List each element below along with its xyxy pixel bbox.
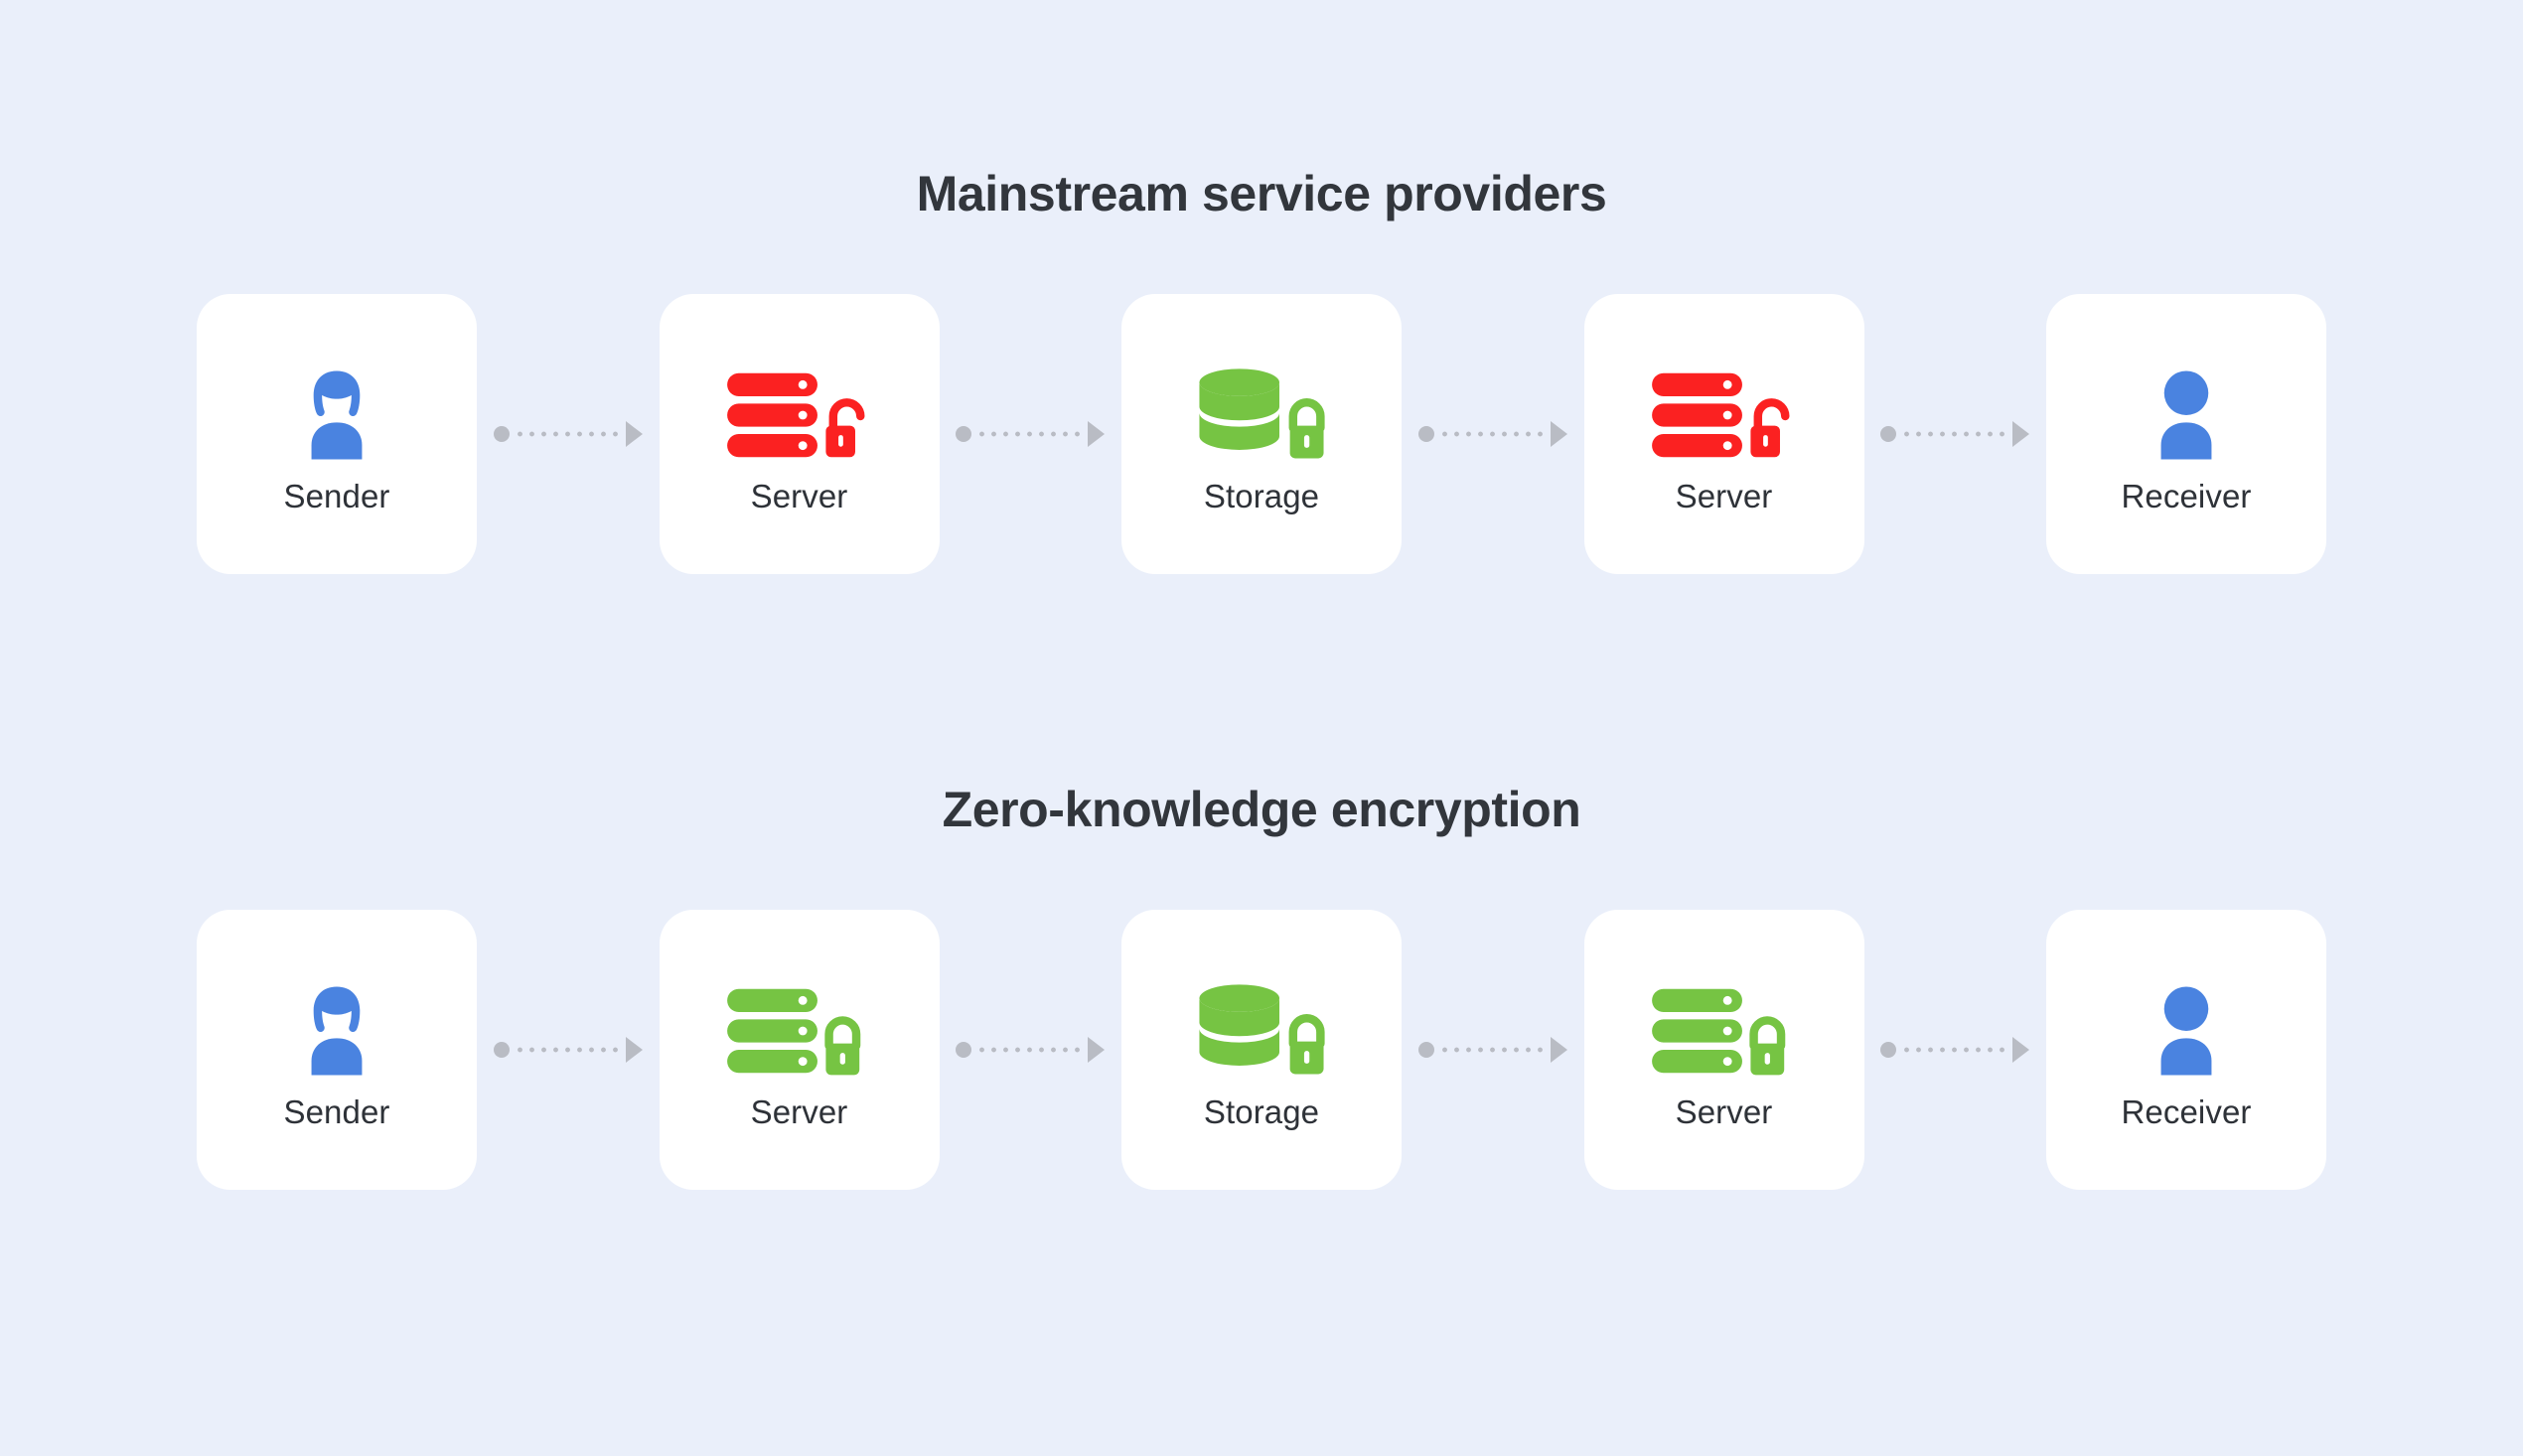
node-card-server-2[interactable]: Server [1583, 294, 1864, 574]
dotted-arrow-right-icon [1864, 910, 2047, 1190]
dotted-arrow-right-icon [940, 910, 1122, 1190]
person-male-icon [2134, 972, 2239, 1090]
arrow-tail-dot [1417, 426, 1434, 442]
node-card-sender[interactable]: Sender [197, 294, 477, 574]
server-rack-icon [1650, 357, 1799, 474]
node-label-server-2: Server [1675, 477, 1773, 514]
arrow-tail-dot [493, 1042, 510, 1058]
arrow-tail-dot [1880, 1042, 1897, 1058]
arrow-head [1550, 1037, 1567, 1063]
server-rack-icon [725, 357, 874, 474]
arrow-tail-dot [1880, 426, 1897, 442]
section-title-mainstream: Mainstream service providers [916, 166, 1607, 221]
arrow-head [2012, 1037, 2030, 1063]
node-label-server-1: Server [750, 477, 848, 514]
database-icon [1192, 357, 1331, 474]
node-card-storage[interactable]: Storage [1121, 910, 1402, 1190]
dotted-arrow-right-icon [1402, 910, 1584, 1190]
node-label-storage: Storage [1203, 477, 1320, 514]
padlock-locked-icon [1288, 1013, 1325, 1074]
arrow-dotted-line [1440, 1047, 1544, 1053]
arrow-dotted-line [1440, 431, 1544, 437]
person-female-icon [284, 972, 389, 1090]
padlock-unlocked-icon [1749, 397, 1789, 457]
node-card-receiver[interactable]: Receiver [2046, 910, 2326, 1190]
dotted-arrow-right-icon [477, 910, 660, 1190]
dotted-arrow-right-icon [940, 294, 1122, 574]
node-label-receiver: Receiver [2121, 1092, 2252, 1130]
node-card-server-1[interactable]: Server [659, 910, 940, 1190]
node-card-receiver[interactable]: Receiver [2046, 294, 2326, 574]
node-label-server-2: Server [1675, 1092, 1773, 1130]
section-title-zeroknowledge: Zero-knowledge encryption [942, 782, 1581, 837]
person-female-icon [284, 357, 389, 474]
padlock-locked-icon [1748, 1015, 1785, 1075]
arrow-head [2012, 421, 2030, 447]
arrow-head [1550, 421, 1567, 447]
section-zeroknowledge: Zero-knowledge encryption Sender [0, 785, 2523, 1193]
node-card-storage[interactable]: Storage [1121, 294, 1402, 574]
dotted-arrow-right-icon [477, 294, 660, 574]
node-label-receiver: Receiver [2121, 477, 2252, 514]
padlock-locked-icon [823, 1015, 860, 1075]
person-male-icon [2134, 357, 2239, 474]
flow-row-mainstream: Sender [0, 294, 2523, 577]
node-label-sender: Sender [283, 1092, 390, 1130]
arrow-head [625, 421, 643, 447]
arrow-head [1088, 421, 1106, 447]
arrow-tail-dot [956, 1042, 972, 1058]
arrow-head [1088, 1037, 1106, 1063]
section-mainstream: Mainstream service providers Sender [0, 169, 2523, 577]
arrow-dotted-line [516, 1047, 619, 1053]
node-label-sender: Sender [283, 477, 390, 514]
node-label-server-1: Server [750, 1092, 848, 1130]
arrow-tail-dot [1417, 1042, 1434, 1058]
padlock-locked-icon [1288, 397, 1325, 458]
server-rack-icon [725, 972, 874, 1090]
database-icon [1192, 972, 1331, 1090]
arrow-dotted-line [978, 1047, 1082, 1053]
node-label-storage: Storage [1203, 1092, 1320, 1130]
dotted-arrow-right-icon [1402, 294, 1584, 574]
arrow-dotted-line [1903, 431, 2006, 437]
node-card-server-1[interactable]: Server [659, 294, 940, 574]
dotted-arrow-right-icon [1864, 294, 2047, 574]
arrow-head [625, 1037, 643, 1063]
arrow-tail-dot [956, 426, 972, 442]
node-card-server-2[interactable]: Server [1583, 910, 1864, 1190]
node-card-sender[interactable]: Sender [197, 910, 477, 1190]
arrow-tail-dot [493, 426, 510, 442]
padlock-unlocked-icon [824, 397, 864, 457]
arrow-dotted-line [978, 431, 1082, 437]
server-rack-icon [1650, 972, 1799, 1090]
arrow-dotted-line [516, 431, 619, 437]
flow-row-zeroknowledge: Sender [0, 910, 2523, 1193]
arrow-dotted-line [1903, 1047, 2006, 1053]
